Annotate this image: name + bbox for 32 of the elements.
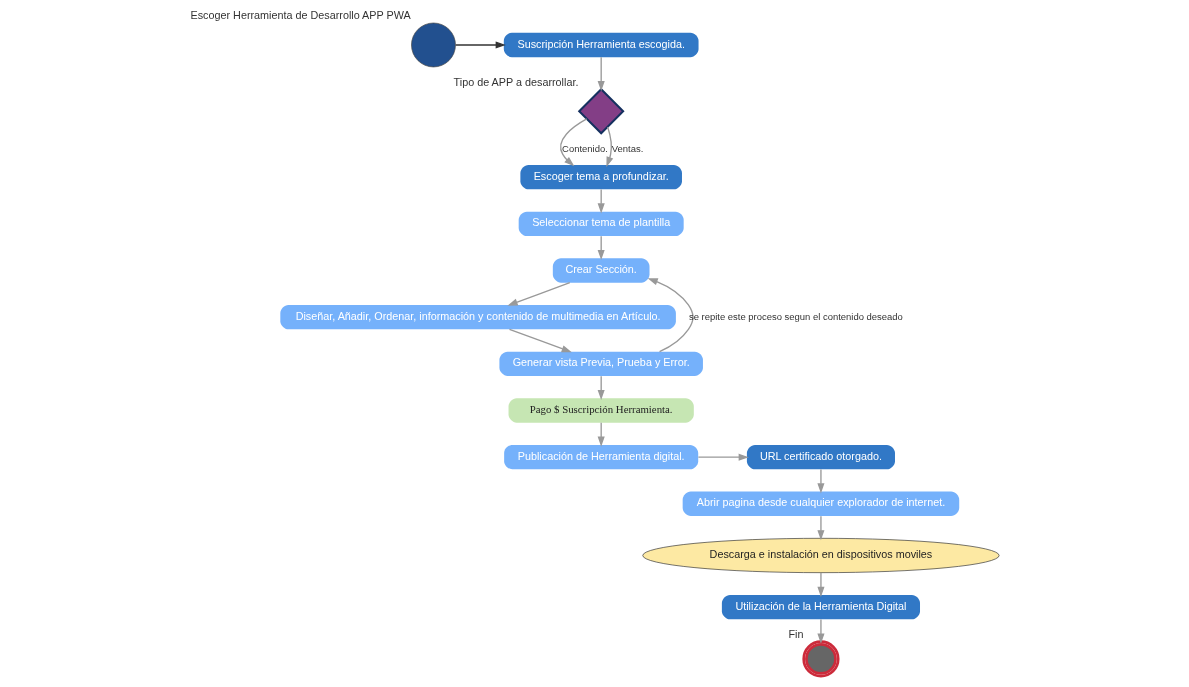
- node-circle: [411, 22, 456, 68]
- node-ellipse: Descarga e instalación en dispositivos moviles: [642, 537, 1000, 573]
- node-box: Suscripción Herramienta escogida.: [503, 32, 699, 58]
- node-box: Generar vista Previa, Prueba y Error.: [499, 351, 703, 376]
- node-box: Utilización de la Herramienta Digital: [721, 595, 920, 620]
- node-box: Abrir pagina desde cualquier explorador de internet.: [682, 491, 960, 516]
- node-label: Escoger Herramienta de Desarrollo APP PWA: [190, 9, 411, 22]
- arrow: [817, 572, 825, 597]
- arrow: [697, 453, 749, 461]
- node-box: Seleccionar tema de plantilla: [518, 211, 684, 236]
- node-label: Tipo de APP a desarrollar.: [453, 75, 579, 88]
- edge-label: Contenido.: [562, 142, 608, 154]
- arrow: [559, 118, 588, 167]
- node-diamond: [577, 87, 625, 135]
- node-box: Publicación de Herramienta digital.: [504, 444, 699, 470]
- node-label: Fin: [788, 628, 804, 641]
- arrow: [508, 328, 572, 353]
- arrow: [817, 468, 825, 494]
- edge-label: Ventas.: [611, 142, 644, 154]
- edge-label: se repite este proceso segun el contenido deseado: [688, 310, 903, 322]
- arrow: [606, 126, 614, 167]
- node-box: Pago $ Suscripción Herramienta.: [508, 398, 694, 423]
- arrow: [507, 282, 571, 306]
- node-box: URL certificado otorgado.: [746, 444, 895, 470]
- arrow: [817, 515, 825, 541]
- node-box: Diseñar, Añadir, Ordenar, información y contenido de multimedia en Artículo.: [280, 305, 676, 330]
- arrow: [647, 278, 694, 353]
- arrow: [817, 618, 825, 644]
- node-box: Crear Sección.: [552, 258, 650, 283]
- arrow: [597, 56, 605, 92]
- node-box: Escoger tema a profundizar.: [520, 165, 682, 190]
- arrow: [455, 41, 506, 49]
